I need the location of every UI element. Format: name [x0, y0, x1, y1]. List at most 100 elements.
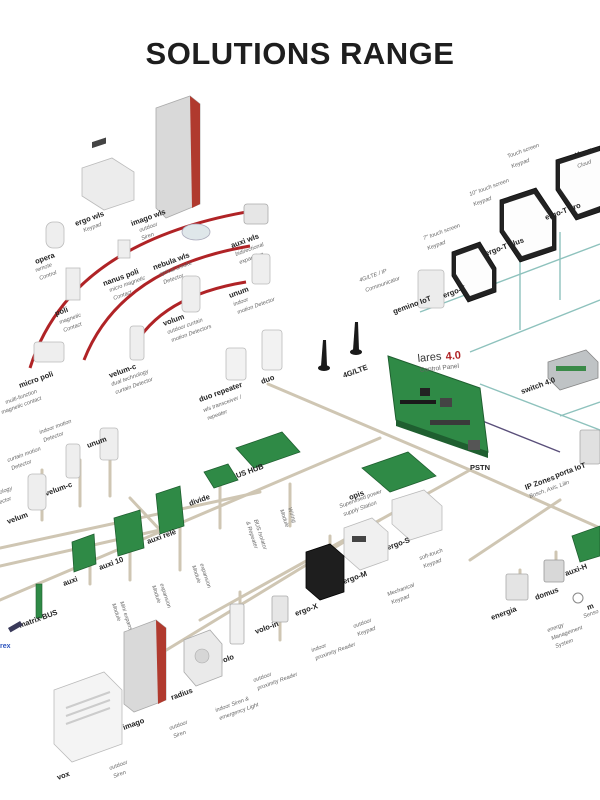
ergo-t-name: ergo-T [442, 283, 467, 300]
device-velum-c-wls: velum-c dual technology curtain Detector [108, 325, 155, 396]
device-velum-bus: velum ology ector [0, 473, 47, 526]
device-porta-iot: porta IoT [554, 429, 600, 480]
bus-branch-right [468, 498, 562, 562]
device-imago-wls: imago wls outdoor Siren [130, 95, 201, 242]
device-domus: domus [534, 559, 565, 602]
energia-name: energia [490, 604, 519, 622]
velum-c-wls-detector-icon [129, 325, 145, 361]
device-vox: vox outdoor Siren [53, 671, 130, 782]
auxi-h-board-icon [571, 525, 600, 563]
sensor-right-name: m [586, 601, 596, 612]
device-nebula-wls: nebula wls optical smoke Detector [152, 223, 211, 286]
energia-desc: energy [547, 622, 566, 634]
network-line-1 [469, 299, 600, 353]
device-gemino-iot: gemino IoT 4G/LTE / IP Communicator [359, 268, 445, 316]
radius-name: radius [170, 686, 194, 702]
imago-wls-desc-2: Siren [141, 232, 155, 242]
panel-chip-2 [440, 398, 452, 407]
panel-pstn-socket [468, 440, 480, 450]
control-panel: lares 4.0 Control Panel PSTN [387, 349, 490, 472]
bus-branch-lower [148, 518, 382, 662]
antenna-1-icon [321, 340, 327, 366]
duo-repeater-icon [225, 347, 247, 381]
wiring-module-text-2: Module [278, 509, 289, 528]
volo-reader-icon [229, 603, 245, 645]
volo-in-name: volo-in [254, 619, 281, 636]
device-duo-repeater: duo repeater wls transceiver / repeater [198, 347, 247, 422]
device-energia: energia energy Management System [490, 573, 584, 650]
imago-desc: outdoor [169, 719, 190, 732]
velum-bus-name: velum [6, 510, 30, 526]
domus-module-icon [543, 559, 565, 583]
poli-name: poli [54, 305, 70, 318]
device-ergo-wls: ergo wls Keypad [74, 137, 135, 234]
nanus-poli-contact-icon [117, 239, 131, 259]
ergo-t-desc-2: Keypad [427, 239, 448, 251]
volo-in-reader-icon [271, 595, 289, 623]
ergo-t-pro-desc: Touch screen [507, 143, 540, 160]
velum-c-bus-name: velum-c [44, 480, 74, 498]
radio-arc-middle [82, 244, 251, 361]
ergo-s-keypad-icon [391, 489, 443, 541]
panel-pstn-label: PSTN [470, 463, 490, 472]
panel-chip-1 [420, 388, 430, 396]
ksenia-cloud-desc: Cloud [577, 159, 594, 170]
auxi-h-name: auxi-H [564, 562, 589, 578]
auxi-rele-desc-2: Module [190, 565, 201, 584]
ergo-t-desc: 7" touch screen [423, 223, 461, 242]
auxi-wls-module-icon [243, 203, 269, 225]
opis-board-icon [361, 451, 437, 493]
auxi-10-board-icon [113, 509, 145, 557]
domus-name: domus [534, 585, 560, 602]
antenna-base-2 [350, 349, 362, 355]
poli-contact-icon [65, 267, 81, 301]
device-switch: switch 4.0 [520, 349, 599, 396]
device-ergo-s: ergo-S soft-touch Keypad [386, 489, 444, 570]
switch-name: switch 4.0 [520, 375, 557, 396]
antenna-label: 4G/LTE [342, 363, 369, 380]
network-lines [419, 232, 600, 453]
velum-c-bus-detector-icon [65, 443, 81, 479]
opera-remote-icon [45, 221, 65, 249]
ergo-m-keypad-icon [343, 517, 389, 571]
network-line-6 [479, 383, 600, 431]
auxi-name: auxi [62, 574, 79, 588]
vox-name: vox [56, 769, 72, 782]
device-auxi-h: auxi-H [564, 525, 600, 578]
unum-wls-desc: indoor [233, 297, 251, 308]
device-micro-poli: micro poli multi-function magnetic conta… [1, 341, 65, 416]
divide-board-icon [203, 463, 239, 489]
unum-wls-detector-icon [251, 253, 271, 285]
porta-iot-icon [579, 429, 600, 465]
sensor-right-desc: Senso [583, 609, 600, 620]
panel-version: 4.0 [445, 349, 461, 363]
device-opera: opera remote Control [34, 221, 65, 282]
micro-poli-contact-icon [33, 341, 65, 363]
switch-ports [556, 366, 586, 371]
ector-text: ector [0, 496, 13, 506]
energia-meter-icon [505, 573, 529, 601]
vox-desc: outdoor [109, 759, 130, 772]
porta-iot-name: porta IoT [554, 460, 588, 480]
panel-connector [400, 400, 436, 404]
ergo-m-screen [352, 536, 366, 542]
unum-bus-detector-icon [99, 427, 119, 461]
device-nanus-poli: nanus poli micro magnetic Contact [102, 239, 147, 302]
network-line-8 [479, 419, 561, 453]
antenna-base-1 [318, 365, 330, 371]
ergo-t-plus-desc-2: Keypad [473, 195, 494, 207]
duo-name: duo [260, 373, 276, 386]
device-bus-hub: BUS HUB [230, 431, 301, 482]
bus-branch-left [0, 436, 382, 602]
imago-wls-band [190, 96, 200, 208]
matrix-bus-icon [35, 583, 43, 619]
auxi-desc-2: Module [110, 603, 121, 622]
ergo-wls-screen [92, 137, 106, 149]
device-sensor-right: m Senso [572, 592, 600, 620]
ergo-s-name: ergo-S [386, 535, 411, 552]
device-radius: radius indoor Siren & emergency Light [170, 629, 260, 722]
ergo-wls-keypad-icon [81, 157, 135, 211]
ology-text: ology [0, 485, 14, 496]
bus-hub-board-icon [235, 431, 301, 469]
page-title: SOLUTIONS RANGE [145, 36, 455, 71]
